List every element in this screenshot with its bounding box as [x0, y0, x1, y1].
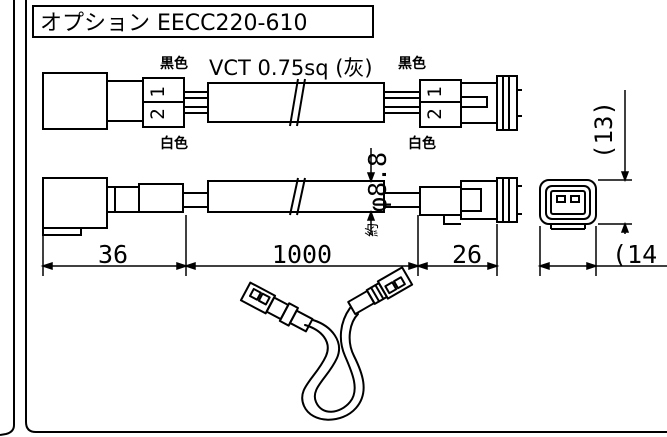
dim-1000: 1000: [272, 240, 332, 269]
dim-26: 26: [452, 240, 482, 269]
height-dimension: [598, 90, 632, 234]
left-plug-body: [42, 72, 108, 130]
left-plug-side: [42, 177, 108, 229]
cable-spec: VCT 0.75sq (灰): [209, 56, 373, 80]
left-wire-color-top: 黒色: [160, 55, 188, 72]
cable-jacket-side: [207, 180, 385, 213]
dim-36: 36: [98, 240, 128, 269]
left-pin-1: 1: [147, 86, 169, 97]
cable-jacket-top: [207, 82, 385, 123]
sketch-left-connector: [239, 281, 314, 333]
right-plug-seal: [496, 75, 518, 131]
side-view: [42, 177, 522, 236]
dim-14: (14: [612, 240, 657, 269]
left-plug-neck: [106, 80, 144, 122]
title-text: オプション EECC220-610: [40, 11, 307, 36]
right-pin-1: 1: [424, 86, 446, 97]
right-wire-color-top: 黒色: [398, 55, 426, 72]
side-break-marks: [289, 177, 306, 216]
left-wire-color-bottom: 白色: [160, 135, 188, 152]
cable-sketch: [239, 266, 414, 421]
top-view: [42, 72, 522, 131]
title-box: [32, 5, 374, 38]
bottom-dimensions: [40, 215, 667, 276]
right-pin-2: 2: [424, 108, 446, 119]
left-pin-2: 2: [147, 108, 169, 119]
end-view-connector: [539, 179, 597, 230]
diameter-value: φ8.8: [363, 152, 392, 212]
sketch-right-connector: [347, 266, 414, 316]
right-wire-color-bottom: 白色: [408, 135, 436, 152]
top-break-marks: [289, 78, 306, 127]
right-plug-housing: [460, 82, 498, 124]
diameter-callout: [366, 148, 376, 235]
height-value: (13): [590, 101, 618, 159]
diameter-prefix: 約: [365, 223, 381, 237]
